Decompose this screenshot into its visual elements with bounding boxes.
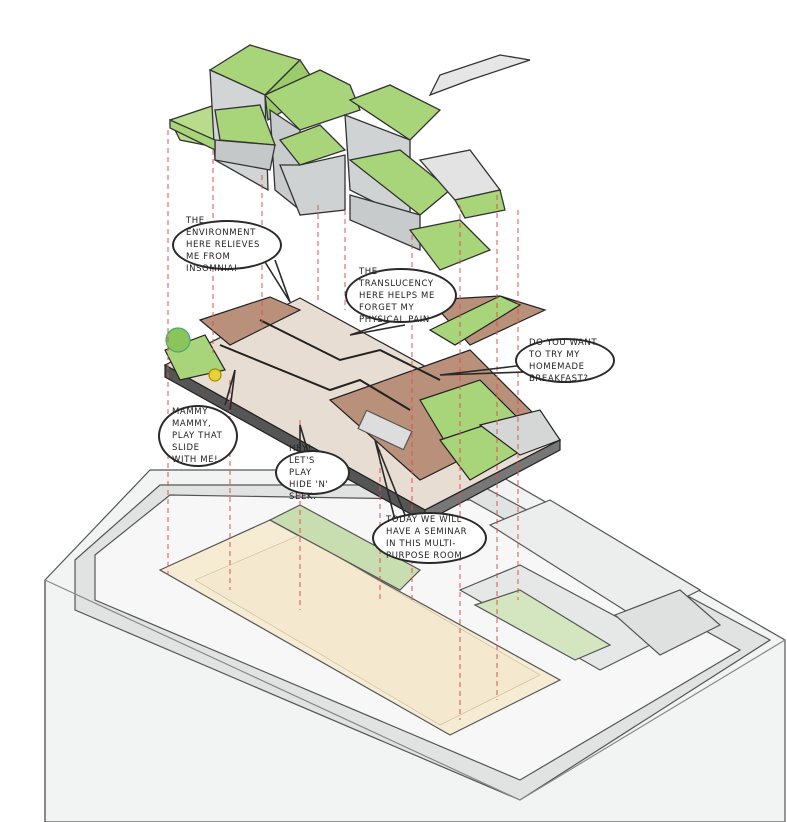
bubble-text: The translucency here helps me forget my… [359,266,435,325]
speech-bubble-slide: Mammy mammy, play that slide with me! [158,405,238,467]
planter [268,504,421,591]
speech-bubble-insomnia: The environment here relieves me from in… [172,216,282,274]
speech-bubble-translucency: The translucency here helps me forget my… [345,266,457,325]
base-building [44,469,786,822]
bubble-tails [224,259,526,521]
bubble-text: Do you want to try my homemade breakfast… [529,337,598,384]
bubble-text: Mammy mammy, play that slide with me! [172,407,223,465]
speech-bubble-breakfast: Do you want to try my homemade breakfast… [515,337,615,384]
speech-bubble-hide-and-seek: Hey! Let's play hide 'n' seek. [275,444,350,502]
bubble-text: Today we will have a seminar in this mul… [386,515,468,561]
bubble-text: Hey! Let's play hide 'n' seek. [289,443,329,502]
green-roof-modules [169,44,531,271]
speech-bubble-seminar: Today we will have a seminar in this mul… [372,512,487,564]
bubble-text: The environment here relieves me from in… [186,216,261,274]
